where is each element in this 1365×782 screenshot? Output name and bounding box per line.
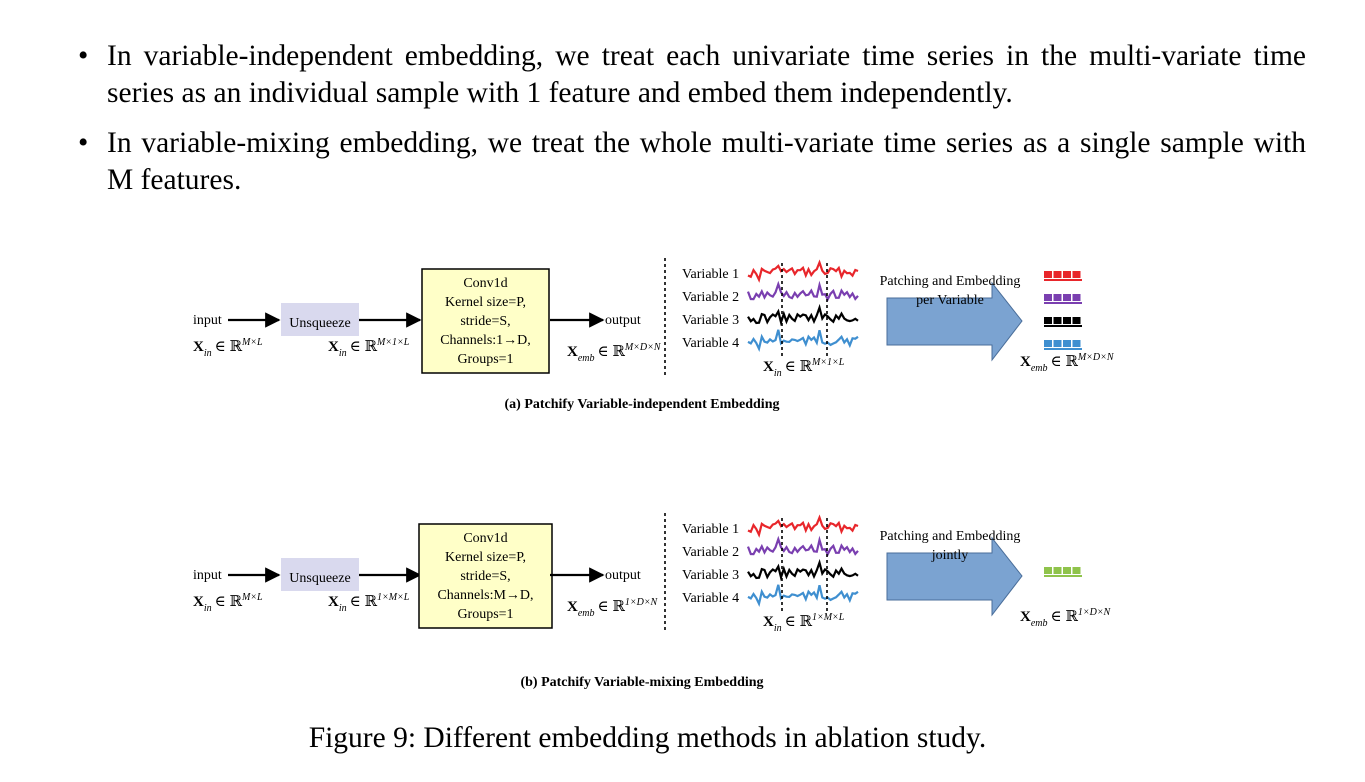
conv1d-line: Groups=1 bbox=[457, 607, 513, 622]
panel-caption: (b) Patchify Variable-mixing Embedding bbox=[520, 675, 763, 690]
series-line bbox=[747, 329, 859, 353]
output-label: output bbox=[605, 568, 641, 583]
unsqueeze-box bbox=[281, 303, 359, 336]
conv1d-line: stride=S, bbox=[460, 314, 510, 329]
figure-caption: Figure 9: Different embedding methods in… bbox=[308, 722, 987, 754]
conv1d-line: Groups=1 bbox=[457, 352, 513, 367]
patch-underline bbox=[1044, 348, 1082, 350]
panel-caption: (a) Patchify Variable-independent Embedd… bbox=[505, 397, 780, 412]
bullet-item: • In variable-independent embedding, we … bbox=[78, 38, 1306, 112]
conv1d-line: Kernel size=P, bbox=[445, 295, 526, 310]
patch-token bbox=[1053, 567, 1062, 574]
conv1d-line: Conv1d bbox=[463, 531, 507, 546]
patch-token bbox=[1063, 340, 1071, 347]
arrow-label: Patching and Embedding bbox=[880, 274, 1021, 289]
variable-label: Variable 2 bbox=[682, 290, 739, 305]
conv1d-box bbox=[418, 523, 553, 629]
variable-label: Variable 4 bbox=[682, 336, 739, 351]
bullet-dot: • bbox=[78, 40, 89, 72]
series-line bbox=[747, 558, 859, 582]
input-label: input bbox=[193, 313, 222, 328]
patch-token bbox=[1053, 340, 1062, 347]
patch-token bbox=[1063, 317, 1071, 324]
series-line bbox=[747, 514, 859, 538]
input-shape: Xin∈ ℝM×L bbox=[193, 337, 263, 359]
patch-token bbox=[1044, 317, 1052, 324]
big-arrow bbox=[886, 281, 1023, 362]
patch-token bbox=[1072, 567, 1081, 574]
unsqueeze-label: Unsqueeze bbox=[289, 316, 350, 331]
conv1d-line: Channels:1→D, bbox=[440, 333, 531, 348]
patch-token bbox=[1053, 294, 1062, 301]
patch-token bbox=[1063, 567, 1071, 574]
unsqueeze-box bbox=[281, 558, 359, 591]
patch-token bbox=[1053, 317, 1062, 324]
variable-label: Variable 4 bbox=[682, 591, 739, 606]
patch-token bbox=[1044, 271, 1052, 278]
patch-token bbox=[1072, 294, 1081, 301]
patch-token bbox=[1072, 317, 1081, 324]
unsqueeze-label: Unsqueeze bbox=[289, 571, 350, 586]
input-label: input bbox=[193, 568, 222, 583]
conv1d-line: Kernel size=P, bbox=[445, 550, 526, 565]
patch-token bbox=[1053, 271, 1062, 278]
variable-label: Variable 3 bbox=[682, 568, 739, 583]
patch-underline bbox=[1044, 279, 1082, 281]
output-label: output bbox=[605, 313, 641, 328]
arrow-label: per Variable bbox=[916, 293, 984, 308]
unsqueeze-shape: Xin∈ ℝM×1×L bbox=[328, 337, 410, 359]
series-line bbox=[747, 303, 859, 327]
patch-token bbox=[1072, 340, 1081, 347]
output-shape: Xemb∈ ℝM×D×N bbox=[567, 342, 662, 364]
patch-underline bbox=[1044, 302, 1082, 304]
patch-underline bbox=[1044, 325, 1082, 327]
unsqueeze-shape: Xin∈ ℝ1×M×L bbox=[328, 592, 410, 614]
bullet-item: • In variable-mixing embedding, we treat… bbox=[78, 125, 1306, 199]
output-shape: Xemb∈ ℝ1×D×N bbox=[567, 597, 659, 619]
variable-label: Variable 1 bbox=[682, 522, 739, 537]
emb-shape: Xemb∈ ℝM×D×N bbox=[1020, 352, 1115, 374]
series-shape: Xin∈ ℝ1×M×L bbox=[763, 612, 845, 634]
bullet-dot: • bbox=[78, 127, 89, 159]
patch-token bbox=[1044, 567, 1052, 574]
bullet-list: • In variable-independent embedding, we … bbox=[78, 38, 1306, 212]
patch-token bbox=[1063, 294, 1071, 301]
arrow-label: jointly bbox=[931, 548, 969, 563]
patch-token bbox=[1063, 271, 1071, 278]
series-line bbox=[747, 584, 859, 608]
conv1d-box bbox=[421, 268, 550, 374]
arrow-label: Patching and Embedding bbox=[880, 529, 1021, 544]
conv1d-line: Conv1d bbox=[463, 276, 507, 291]
patch-token bbox=[1072, 271, 1081, 278]
variable-label: Variable 3 bbox=[682, 313, 739, 328]
series-line bbox=[747, 259, 859, 283]
patch-token bbox=[1044, 294, 1052, 301]
patch-token bbox=[1044, 340, 1052, 347]
big-arrow bbox=[886, 536, 1023, 617]
patch-underline bbox=[1044, 575, 1082, 577]
series-line bbox=[746, 280, 859, 302]
conv1d-line: Channels:M→D, bbox=[437, 588, 533, 603]
input-shape: Xin∈ ℝM×L bbox=[193, 592, 263, 614]
series-line bbox=[746, 535, 859, 557]
variable-label: Variable 1 bbox=[682, 267, 739, 282]
emb-shape: Xemb∈ ℝ1×D×N bbox=[1020, 607, 1112, 629]
bullet-text: In variable-independent embedding, we tr… bbox=[107, 40, 1306, 109]
variable-label: Variable 2 bbox=[682, 545, 739, 560]
bullet-text: In variable-mixing embedding, we treat t… bbox=[107, 127, 1306, 196]
conv1d-line: stride=S, bbox=[460, 569, 510, 584]
series-shape: Xin∈ ℝM×1×L bbox=[763, 357, 845, 379]
